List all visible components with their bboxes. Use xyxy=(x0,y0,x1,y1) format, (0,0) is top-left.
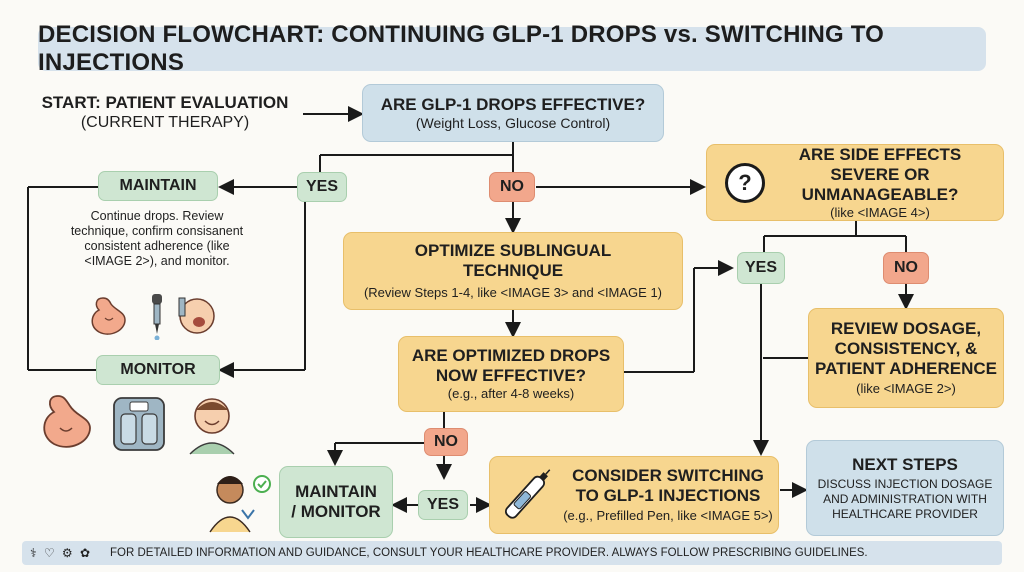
yes-label-optimized: YES xyxy=(418,490,468,520)
consider-switching-title: CONSIDER SWITCHING TO GLP-1 INJECTIONS xyxy=(572,466,764,505)
optimize-technique-sub: (Review Steps 1-4, like <IMAGE 3> and <I… xyxy=(363,285,663,300)
question-optimized-effective-title: ARE OPTIMIZED DROPS NOW EFFECTIVE? xyxy=(411,346,611,385)
footer-icons: ⚕ ♡ ⚙ ✿ xyxy=(30,546,93,560)
review-dosage-node: REVIEW DOSAGE, CONSISTENCY, & PATIENT AD… xyxy=(808,308,1004,408)
optimize-technique-node: OPTIMIZE SUBLINGUAL TECHNIQUE (Review St… xyxy=(343,232,683,310)
question-side-effects-title: ARE SIDE EFFECTS SEVERE OR UNMANAGEABLE? xyxy=(798,144,962,204)
yes-label-effective: YES xyxy=(297,172,347,202)
consider-switching-sub: (e.g., Prefilled Pen, like <IMAGE 5>) xyxy=(563,508,773,523)
no-label-side-effects: NO xyxy=(883,252,929,284)
patient-mouth-icon xyxy=(178,297,215,334)
question-optimized-effective-sub: (e.g., after 4-8 weeks) xyxy=(447,386,575,401)
person-check-icon xyxy=(209,475,271,533)
consider-switching-node: CONSIDER SWITCHING TO GLP-1 INJECTIONS (… xyxy=(489,456,779,534)
next-steps-node: NEXT STEPS DISCUSS INJECTION DOSAGE AND … xyxy=(806,440,1004,536)
no-label-optimized: NO xyxy=(424,428,468,456)
monitor-node: MONITOR xyxy=(96,355,220,385)
question-drops-effective: ARE GLP-1 DROPS EFFECTIVE? (Weight Loss,… xyxy=(362,84,664,142)
start-node: START: PATIENT EVALUATION (CURRENT THERA… xyxy=(30,93,300,133)
review-dosage-title: REVIEW DOSAGE, CONSISTENCY, & PATIENT AD… xyxy=(815,319,997,378)
maintain-node: MAINTAIN xyxy=(98,171,218,201)
question-optimized-effective: ARE OPTIMIZED DROPS NOW EFFECTIVE? (e.g.… xyxy=(398,336,624,412)
start-subtitle: (CURRENT THERAPY) xyxy=(80,114,250,131)
next-steps-title: NEXT STEPS xyxy=(852,454,958,474)
stomach-icon xyxy=(91,297,126,335)
happy-patient-icon xyxy=(189,398,235,455)
maintain-monitor-node: MAINTAIN / MONITOR xyxy=(279,466,393,538)
question-drops-effective-title: ARE GLP-1 DROPS EFFECTIVE? xyxy=(380,95,646,114)
injection-pen-icon xyxy=(505,469,551,519)
monitor-illustrations xyxy=(43,395,235,455)
stomach-icon xyxy=(43,395,91,448)
scale-icon xyxy=(113,397,165,451)
footer-text: FOR DETAILED INFORMATION AND GUIDANCE, C… xyxy=(110,547,868,559)
maintain-monitor-title: MAINTAIN / MONITOR xyxy=(291,482,381,521)
footer-disclaimer: ⚕ ♡ ⚙ ✿ FOR DETAILED INFORMATION AND GUI… xyxy=(22,541,1002,565)
question-side-effects-sub: (like <IMAGE 4>) xyxy=(830,204,930,220)
question-mark-icon: ? xyxy=(725,162,765,203)
maintain-illustrations xyxy=(91,294,215,340)
dropper-icon xyxy=(152,294,162,340)
next-steps-body: DISCUSS INJECTION DOSAGE AND ADMINISTRAT… xyxy=(817,476,993,521)
review-dosage-sub: (like <IMAGE 2>) xyxy=(856,381,956,396)
no-label-effective: NO xyxy=(489,172,535,202)
optimize-technique-title: OPTIMIZE SUBLINGUAL TECHNIQUE xyxy=(414,241,612,280)
question-side-effects: ? ARE SIDE EFFECTS SEVERE OR UNMANAGEABL… xyxy=(706,144,1004,221)
question-drops-effective-sub: (Weight Loss, Glucose Control) xyxy=(415,115,611,131)
page-title: DECISION FLOWCHART: CONTINUING GLP-1 DRO… xyxy=(38,21,986,76)
yes-label-side-effects: YES xyxy=(737,252,785,284)
maintain-description: Continue drops. Review technique, confir… xyxy=(70,209,244,268)
start-title: START: PATIENT EVALUATION xyxy=(41,93,289,112)
